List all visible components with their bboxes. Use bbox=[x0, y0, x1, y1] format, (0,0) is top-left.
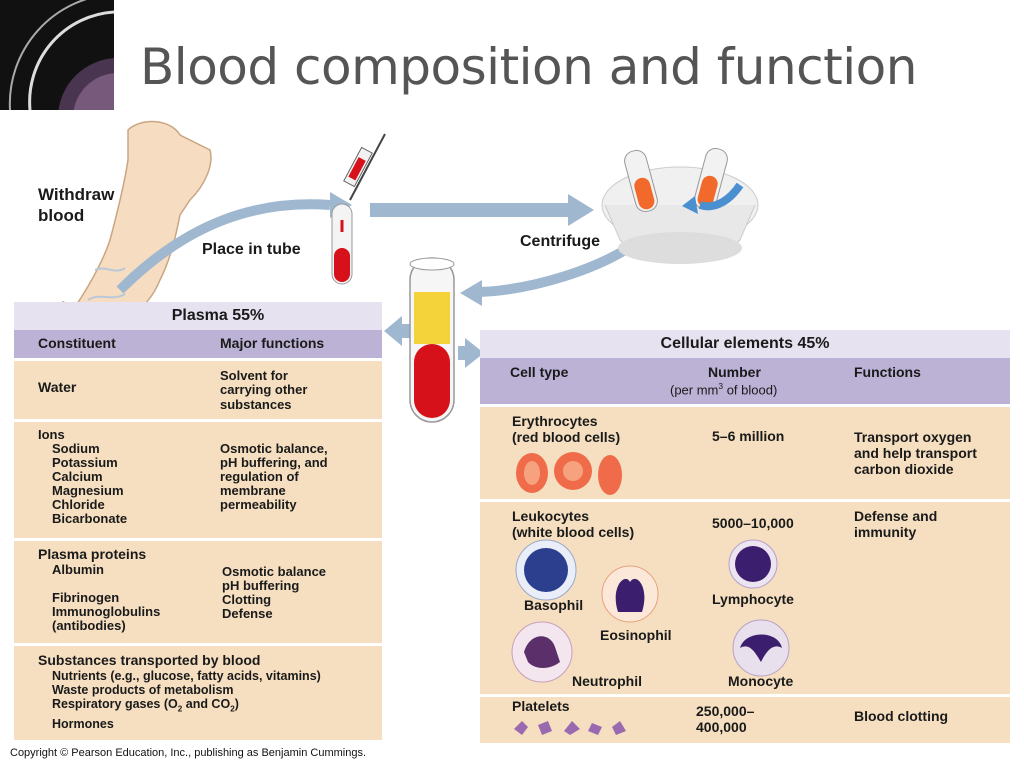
cellular-header: Cellular elements 45% bbox=[480, 330, 1010, 358]
cell-label-eosinophil: Eosinophil bbox=[600, 627, 672, 643]
plasma-header: Plasma 55% bbox=[14, 302, 382, 330]
cell-col-number-unit: (per mm3 of blood) bbox=[670, 381, 778, 398]
erythrocyte-cells-illustration bbox=[516, 452, 622, 495]
cell-type-label: Leukocytes (white blood cells) bbox=[512, 508, 635, 540]
cell-label-monocyte: Monocyte bbox=[728, 673, 794, 689]
cell-row-leukocytes: Leukocytes (white blood cells) 5000–10,0… bbox=[480, 499, 1010, 694]
leukocyte-cells-illustration bbox=[511, 539, 790, 683]
cell-col-functions: Functions bbox=[854, 364, 921, 380]
arrow-to-tube bbox=[116, 199, 331, 294]
arrow-to-centrifuge bbox=[370, 203, 570, 217]
cell-function: Defense and immunity bbox=[854, 508, 938, 540]
constituent-list: Ions Sodium Potassium Calcium Magnesium … bbox=[38, 427, 128, 526]
platelets-illustration bbox=[514, 721, 626, 735]
copyright-text: Copyright © Pearson Education, Inc., pub… bbox=[10, 747, 367, 759]
cellular-column-headers: Cell type Number (per mm3 of blood) Func… bbox=[480, 358, 1010, 404]
plasma-row-substances: Substances transported by blood Nutrient… bbox=[14, 643, 382, 740]
cell-type-label: Platelets bbox=[512, 698, 570, 714]
plasma-col-functions: Major functions bbox=[220, 335, 325, 351]
cell-col-type: Cell type bbox=[510, 364, 569, 380]
centrifuge-illustration bbox=[601, 147, 759, 264]
constituent: Water bbox=[38, 379, 77, 395]
plasma-column-headers: Constituent Major functions bbox=[14, 330, 382, 358]
cell-row-erythrocytes: Erythrocytes (red blood cells) 5–6 milli… bbox=[480, 404, 1010, 499]
cell-label-basophil: Basophil bbox=[524, 597, 584, 613]
constituent-list: Plasma proteins Albumin Fibrinogen Immun… bbox=[38, 546, 161, 633]
slide-title: Blood composition and function bbox=[140, 38, 917, 96]
cell-number: 5000–10,000 bbox=[712, 515, 794, 531]
separated-tube-illustration bbox=[409, 257, 455, 423]
arm-illustration bbox=[58, 120, 212, 331]
cell-label-lymphocyte: Lymphocyte bbox=[712, 591, 794, 607]
cell-function: Transport oxygen and help transport carb… bbox=[854, 429, 977, 477]
process-illustration bbox=[58, 120, 759, 423]
withdraw-label-line2: blood bbox=[38, 206, 85, 225]
cell-label-neutrophil: Neutrophil bbox=[572, 673, 642, 689]
plasma-col-constituent: Constituent bbox=[38, 335, 116, 351]
cell-number: 250,000– 400,000 bbox=[696, 703, 755, 735]
function-text: Osmotic balance, pH buffering, and regul… bbox=[220, 441, 328, 512]
corner-decoration bbox=[0, 0, 114, 110]
plasma-row-proteins: Plasma proteins Albumin Fibrinogen Immun… bbox=[14, 538, 382, 643]
small-tube-illustration bbox=[331, 203, 353, 285]
cell-function: Blood clotting bbox=[854, 708, 949, 724]
cell-col-number: Number bbox=[708, 364, 761, 380]
plasma-row-water: Water Solvent for carrying other substan… bbox=[14, 358, 382, 419]
withdraw-label-line1: Withdraw bbox=[38, 185, 115, 204]
plasma-row-ions: Ions Sodium Potassium Calcium Magnesium … bbox=[14, 419, 382, 538]
arrow-to-cells bbox=[458, 346, 468, 360]
cell-row-platelets: Platelets 250,000– 400,000 Blood clottin… bbox=[480, 694, 1010, 743]
constituent-list: Substances transported by blood Nutrient… bbox=[38, 652, 321, 731]
place-in-tube-label: Place in tube bbox=[202, 241, 301, 258]
cell-number: 5–6 million bbox=[712, 428, 785, 444]
syringe-illustration bbox=[343, 133, 386, 201]
function-text: Solvent for carrying other substances bbox=[220, 368, 308, 412]
function-text: Osmotic balance pH buffering Clotting De… bbox=[222, 564, 327, 621]
cell-type-label: Erythrocytes (red blood cells) bbox=[512, 413, 621, 445]
centrifuge-label: Centrifuge bbox=[520, 233, 600, 250]
